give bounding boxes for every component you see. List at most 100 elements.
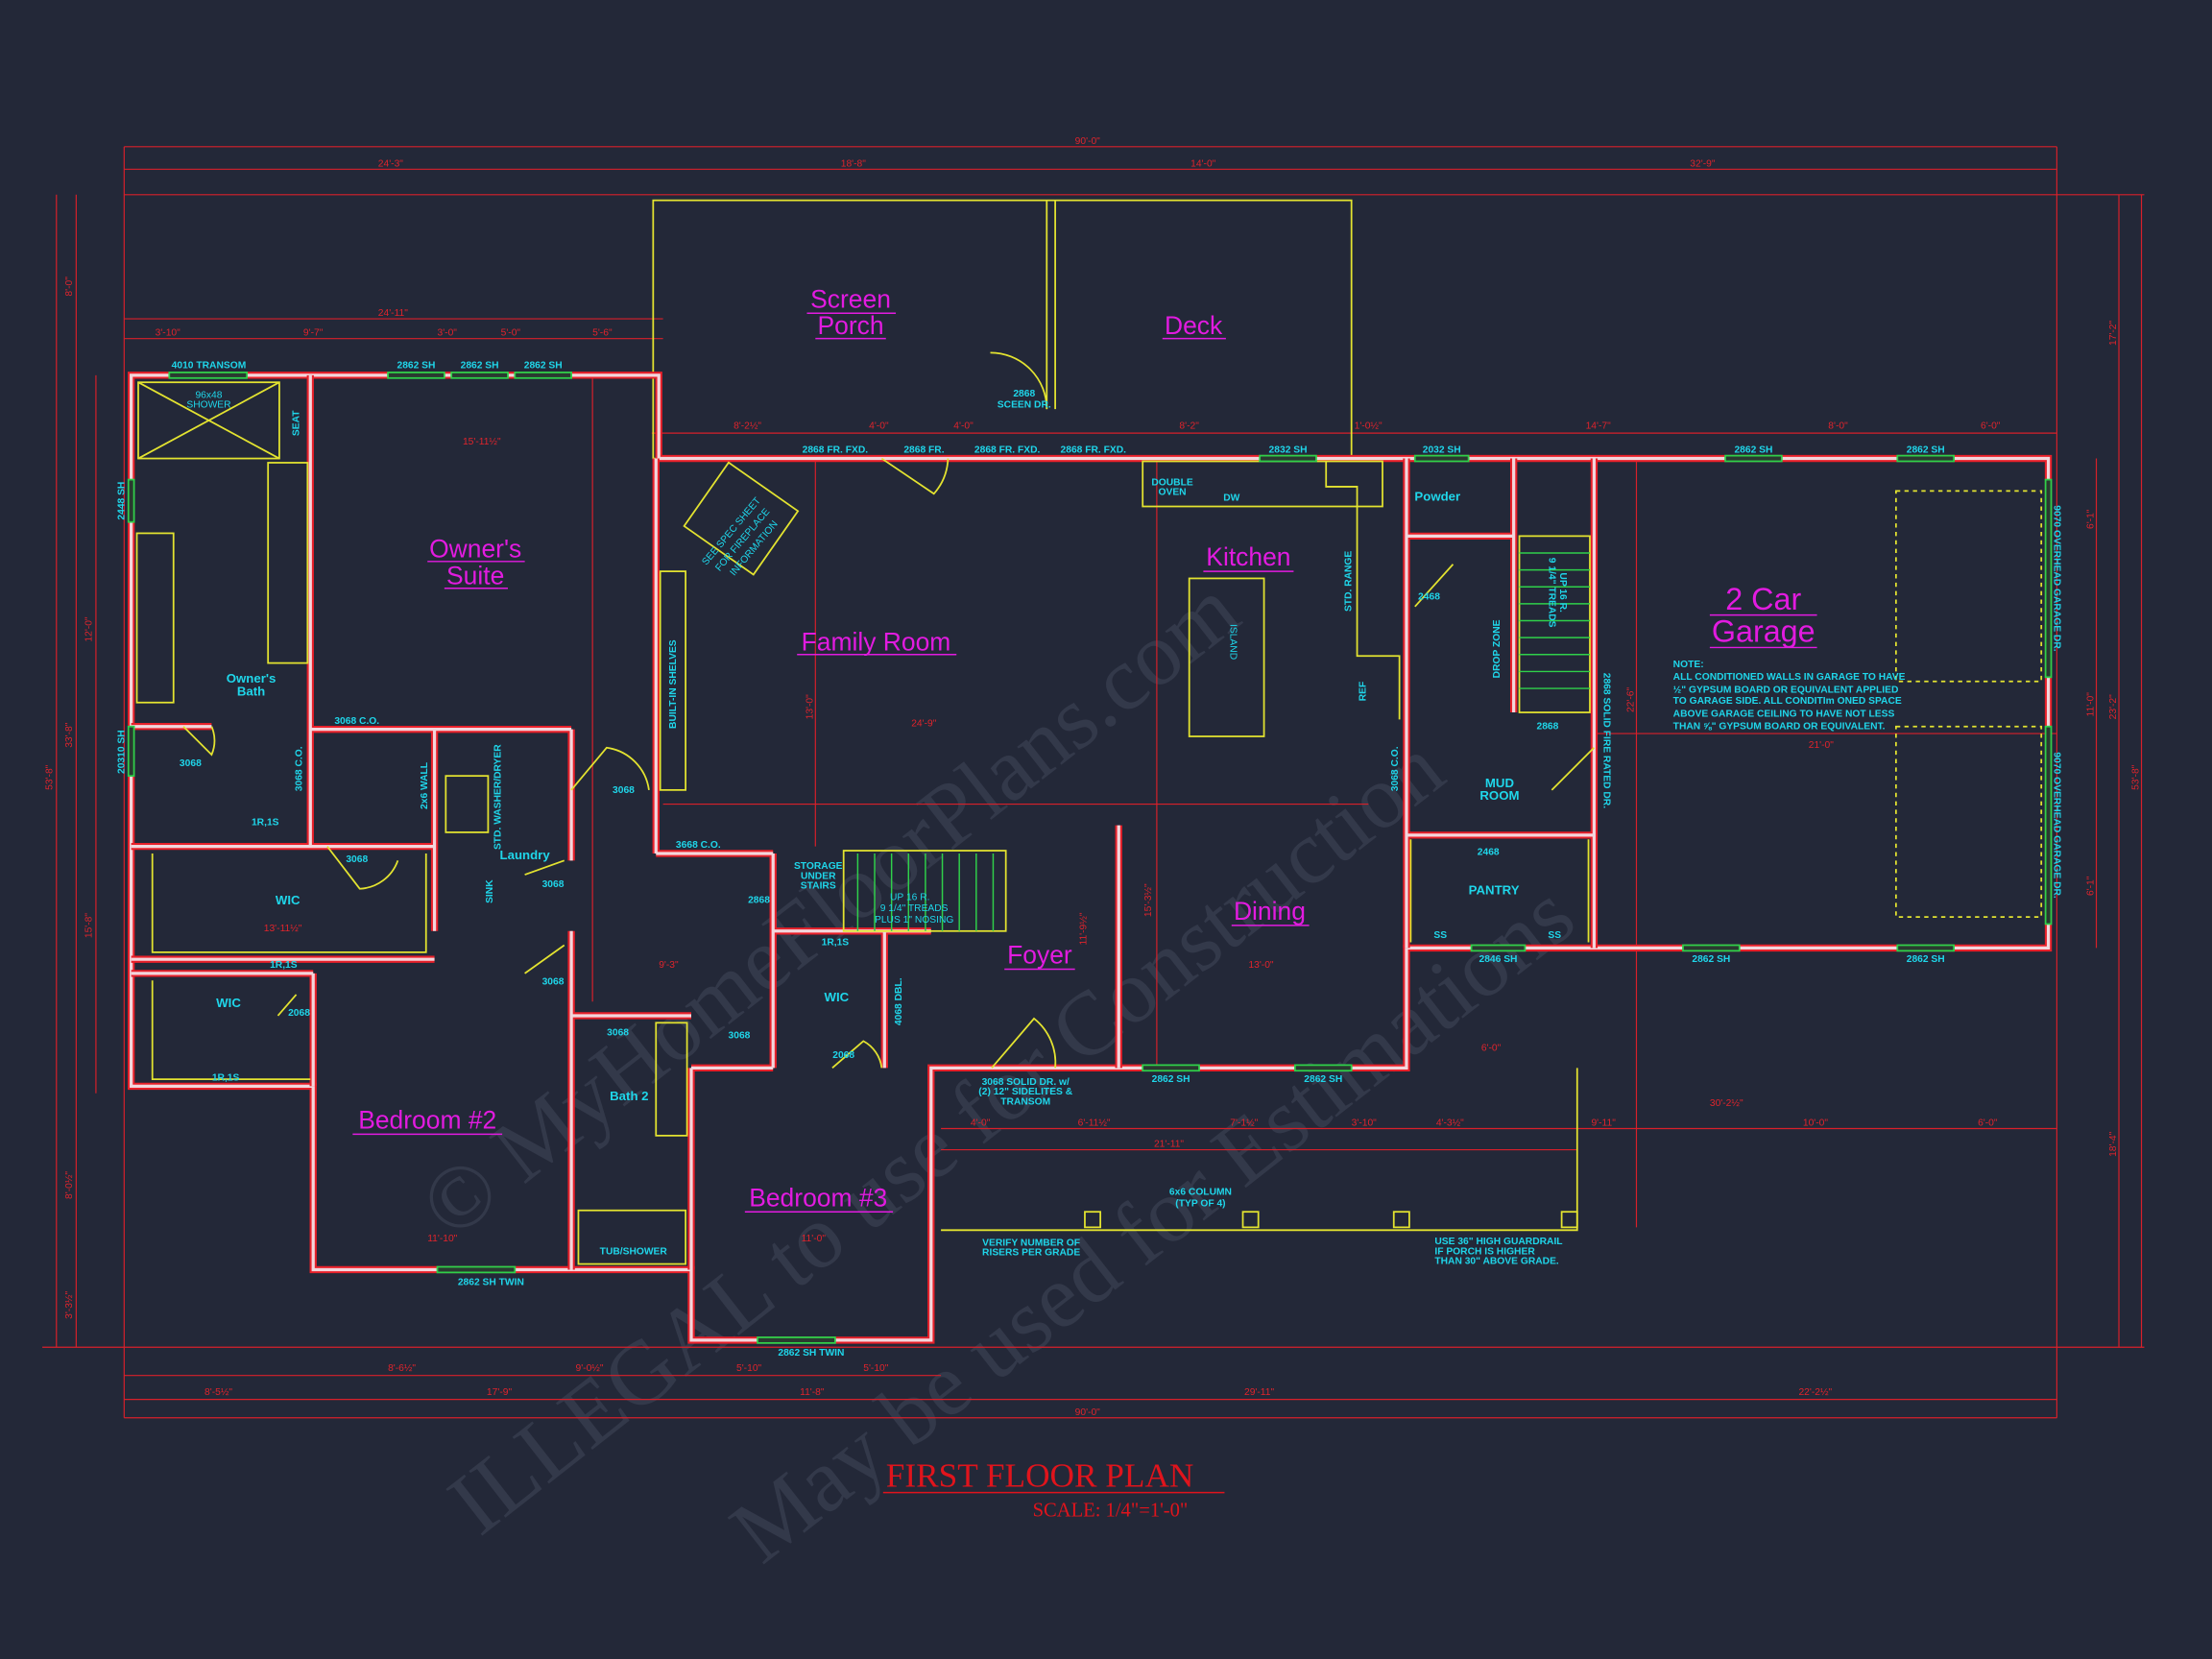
window-tag: 2846 SH bbox=[1479, 954, 1518, 965]
label-shelf: SS bbox=[1433, 930, 1447, 941]
window-tag: 2868 FR. FXD. bbox=[1061, 445, 1127, 456]
garage-note: THAN ⅝" GYPSUM BOARD OR EQUIVALENT. bbox=[1673, 722, 1886, 733]
label-tub: TUB/SHOWER bbox=[600, 1246, 668, 1257]
dim-interior: 15'-11½" bbox=[463, 437, 501, 447]
label-shelf: 1R,1S bbox=[822, 937, 850, 948]
dim-interior: 24'-9" bbox=[911, 719, 937, 730]
built-in-shelves bbox=[659, 570, 687, 791]
label-verify: RISERS PER GRADE bbox=[982, 1248, 1080, 1259]
bath2-vanity bbox=[655, 1022, 688, 1137]
dim-top3: 8'-0" bbox=[1828, 421, 1848, 432]
dim-porch: 4'-3½" bbox=[1436, 1118, 1464, 1129]
garage-note: ALL CONDITIONED WALLS IN GARAGE TO HAVE bbox=[1673, 672, 1906, 683]
stairs-label: UP 16 R. bbox=[890, 892, 929, 902]
label-ref: REF bbox=[1358, 682, 1368, 702]
main-stairs: UP 16 R. 9 1/4" TREADS PLUS 1" NOSING bbox=[842, 850, 1007, 932]
door-tag: 3068 C.O. bbox=[1390, 746, 1401, 791]
title-block: FIRST FLOOR PLAN SCALE: 1/4"=1'-0" bbox=[882, 1457, 1225, 1522]
window bbox=[757, 1336, 836, 1344]
shower bbox=[137, 381, 280, 460]
window bbox=[1896, 944, 1955, 952]
window bbox=[127, 478, 135, 523]
dim-top2: 3'-0" bbox=[438, 328, 458, 339]
room-owners-suite: Suite bbox=[446, 561, 504, 589]
window-tag: 2032 SH bbox=[1423, 445, 1461, 456]
doors bbox=[182, 457, 1596, 1069]
window bbox=[1259, 454, 1317, 463]
garage-note: ½" GYPSUM BOARD OR EQUIVALENT APPLIED bbox=[1673, 685, 1899, 695]
screen-porch-deck bbox=[652, 199, 1353, 460]
dim-top3: 6'-0" bbox=[1981, 421, 2001, 432]
room-screen-porch: Screen bbox=[810, 284, 891, 313]
label-guardrail: USE 36" HIGH GUARDRAIL bbox=[1434, 1237, 1562, 1247]
label-sink: SINK bbox=[485, 879, 495, 903]
label-owners-bath: Owner's bbox=[227, 671, 276, 685]
dim-bottom1: 8'-6½" bbox=[388, 1363, 416, 1374]
garage-stairs-label: UP 16 R. bbox=[1557, 572, 1568, 613]
room-kitchen: Kitchen bbox=[1206, 542, 1290, 571]
label-island: ISLAND bbox=[1227, 624, 1238, 660]
label-double-oven: OVEN bbox=[1159, 488, 1187, 498]
door-tag: 2868 bbox=[748, 895, 770, 905]
label-range: STD. RANGE bbox=[1344, 551, 1355, 612]
dim-bottom1: 5'-10" bbox=[863, 1363, 889, 1374]
window bbox=[1470, 944, 1527, 952]
dim-overall-bottom: 90'-0" bbox=[1075, 1407, 1101, 1418]
screen-door-tag: 2868 bbox=[1013, 389, 1035, 399]
room-garage: Garage bbox=[1712, 614, 1815, 649]
dim-top3: 8'-2" bbox=[1179, 421, 1199, 432]
label-seat: SEAT bbox=[292, 410, 302, 436]
garage-car-outline bbox=[1894, 725, 2043, 918]
windows: 4010 TRANSOM 2862 SH 2862 SH 2862 SH 286… bbox=[116, 361, 2061, 1359]
window bbox=[450, 372, 509, 379]
label-half-wall: 2x6 WALL bbox=[420, 762, 430, 809]
room-names: Screen Porch Deck Owner's Suite Family R… bbox=[352, 284, 1817, 1213]
dim-bottom2: 29'-11" bbox=[1244, 1387, 1274, 1398]
door-tag: 3068 bbox=[607, 1028, 629, 1039]
window bbox=[1294, 1064, 1353, 1072]
label-built-in: BUILT-IN SHELVES bbox=[668, 639, 679, 729]
door-tag: 3068 bbox=[542, 977, 565, 988]
door-tag: 3068 bbox=[346, 854, 368, 865]
window-tag: 2862 SH bbox=[524, 361, 563, 372]
dim-right: 6'-1" bbox=[2086, 876, 2097, 896]
label-bath2: Bath 2 bbox=[610, 1089, 648, 1103]
label-shower: SHOWER bbox=[186, 400, 230, 411]
dim-overall-top: 90'-0" bbox=[1075, 136, 1101, 147]
window bbox=[1724, 454, 1783, 463]
room-dining: Dining bbox=[1234, 897, 1306, 926]
window-tag: 2868 FR. FXD. bbox=[803, 445, 869, 456]
dim-right: 11'-0" bbox=[2086, 692, 2097, 717]
dim-top: 24'-3" bbox=[378, 158, 404, 169]
room-bedroom-3: Bedroom #3 bbox=[749, 1183, 887, 1212]
window-tag: 2862 SH bbox=[461, 361, 499, 372]
dim-porch: 3'-10" bbox=[1352, 1118, 1378, 1129]
washer-dryer bbox=[445, 775, 490, 833]
window-tag: 2862 SH bbox=[1692, 954, 1730, 965]
label-pantry: PANTRY bbox=[1469, 883, 1520, 898]
column bbox=[1392, 1211, 1410, 1229]
dim-interior: 13'-0" bbox=[1248, 960, 1274, 971]
dim-porch: 4'-0" bbox=[971, 1118, 991, 1129]
dim-left: 12'-0" bbox=[84, 616, 95, 642]
window-tag: 2862 SH bbox=[1152, 1074, 1190, 1085]
vanity bbox=[267, 462, 309, 664]
label-laundry: Laundry bbox=[500, 848, 551, 862]
label-guardrail: THAN 30" ABOVE GRADE. bbox=[1434, 1257, 1559, 1267]
plan-title: FIRST FLOOR PLAN bbox=[886, 1457, 1194, 1495]
dim-porch: 9'-11" bbox=[1591, 1118, 1616, 1129]
door-tag: 3068 bbox=[542, 879, 565, 890]
door-tag: 4068 DBL. bbox=[894, 977, 904, 1025]
fixtures bbox=[135, 381, 2043, 1265]
dim-bottom1: 5'-10" bbox=[736, 1363, 762, 1374]
label-mud-room: MUD bbox=[1485, 776, 1514, 790]
window-tag: 2862 SH TWIN bbox=[778, 1348, 844, 1358]
annotations: Owner's Bath WIC WIC WIC Laundry Bath 2 … bbox=[186, 390, 1905, 1266]
dim-top: 18'-8" bbox=[841, 158, 867, 169]
dim-top3: 1'-0½" bbox=[1355, 421, 1382, 432]
column bbox=[1084, 1211, 1102, 1229]
label-shelf: 1R,1S bbox=[270, 960, 298, 971]
dim-interior: 22'-6" bbox=[1626, 687, 1637, 713]
door-tag: 2868 bbox=[1536, 722, 1558, 733]
window-tag: 2868 FR. FXD. bbox=[974, 445, 1041, 456]
